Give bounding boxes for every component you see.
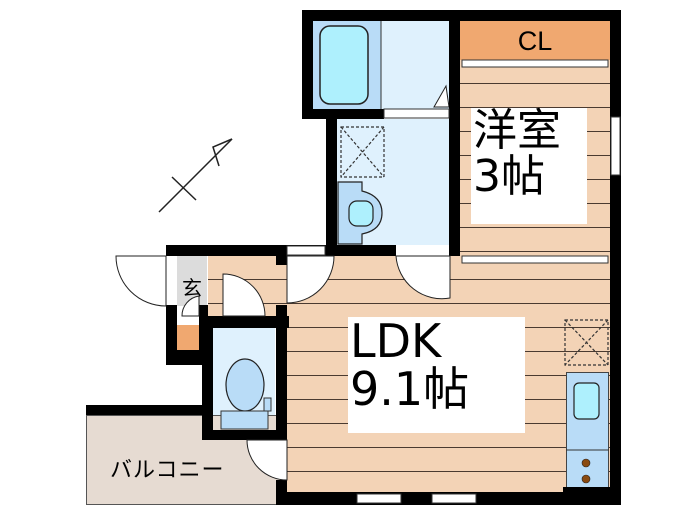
shoe-cabinet — [177, 325, 199, 350]
balcony-label: バルコニー — [110, 457, 225, 482]
north-arrow-icon — [158, 138, 233, 213]
ldk-label: LDK 9.1帖 — [348, 317, 525, 433]
door-swings — [115, 255, 451, 481]
entrance-door-icon — [115, 255, 167, 307]
entrance-label: 玄 — [182, 278, 202, 300]
western-room-name: 洋室 — [473, 105, 561, 156]
toilet-icon — [220, 358, 272, 430]
ldk-size: 9.1帖 — [350, 362, 470, 417]
western-room-label: 洋室 3帖 — [471, 105, 587, 224]
door-triangle-icon — [433, 84, 450, 108]
stove-burner-icon — [581, 474, 591, 484]
washing-machine-space-icon — [340, 126, 385, 178]
closet-label: CL — [517, 26, 553, 56]
stove-burner-icon — [581, 458, 591, 468]
entrance-floor — [177, 256, 207, 306]
window — [286, 59, 621, 504]
bathtub-icon — [319, 25, 369, 105]
kitchen-sink-icon — [573, 382, 600, 420]
balcony — [86, 415, 281, 505]
refrigerator-space-icon — [564, 319, 609, 366]
ldk-name: LDK — [350, 314, 442, 368]
closet — [460, 21, 610, 60]
western-room-size: 3帖 — [473, 151, 545, 203]
